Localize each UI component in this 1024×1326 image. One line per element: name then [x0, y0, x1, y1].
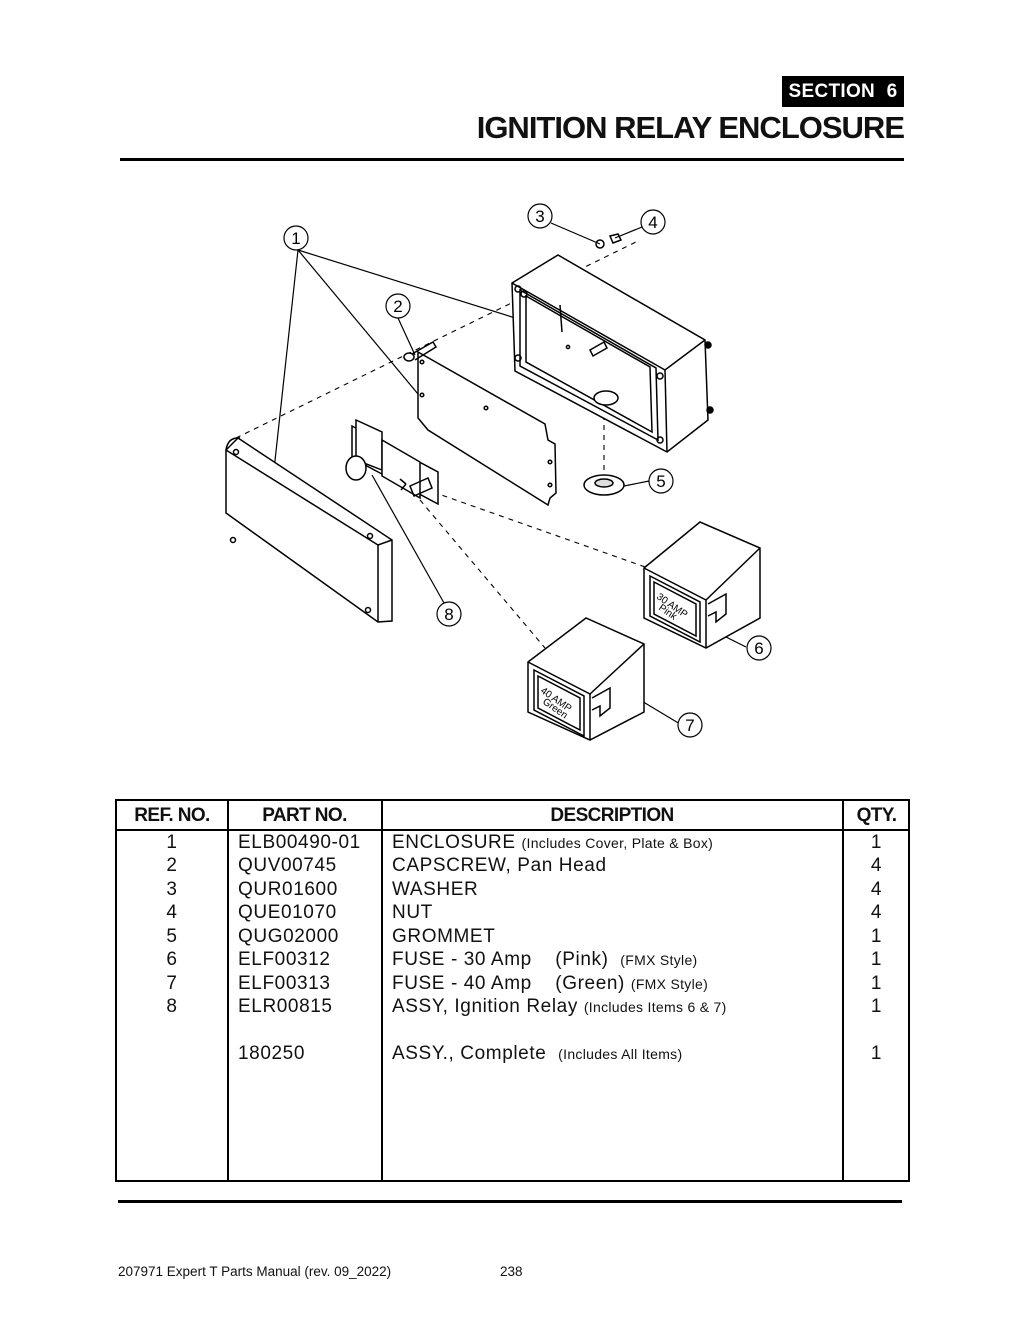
- ref-no: 6: [166, 949, 178, 970]
- callout-8: 8: [436, 601, 462, 627]
- callout-3: 3: [527, 203, 553, 229]
- table-row: 1 ELB00490-01 ENCLOSURE (Includes Cover,…: [117, 832, 908, 855]
- grommet: [583, 474, 625, 496]
- qty: 4: [870, 902, 883, 923]
- description-text: WASHER: [392, 879, 479, 900]
- qty: 1: [870, 1043, 883, 1064]
- callout-2-number: 2: [393, 297, 402, 316]
- ref-no: 3: [166, 879, 178, 900]
- part-no: QUV00745: [238, 855, 337, 876]
- callout-5: 5: [648, 468, 674, 494]
- mounting-plate: [417, 350, 557, 507]
- callout-7-number: 7: [685, 716, 694, 735]
- part-no: ELR00815: [238, 996, 333, 1017]
- part-no: ELB00490-01: [238, 832, 361, 853]
- table-row-complete-assembly: 180250 ASSY., Complete (Includes All Ite…: [117, 1043, 908, 1066]
- description: WASHER: [392, 879, 478, 901]
- description-text: FUSE - 40 Amp (Green): [392, 973, 625, 994]
- fuse-30-amp: 30 AMP Pink: [643, 521, 761, 649]
- description-note: (FMX Style): [620, 952, 698, 968]
- description-note: (Includes Items 6 & 7): [583, 999, 727, 1015]
- part-no: QUE01070: [238, 902, 337, 923]
- qty: 1: [870, 949, 883, 970]
- page-title: IGNITION RELAY ENCLOSURE: [476, 110, 905, 145]
- enclosure-cover: [225, 437, 393, 623]
- ref-no: 1: [166, 832, 178, 853]
- ref-no: 8: [166, 996, 178, 1017]
- qty: 1: [870, 926, 883, 947]
- qty: 1: [870, 832, 883, 853]
- column-divider: [381, 801, 383, 1180]
- description: NUT: [392, 902, 433, 924]
- table-row: 8 ELR00815 ASSY, Ignition Relay (Include…: [117, 996, 908, 1019]
- part-no: ELF00312: [238, 949, 331, 970]
- footer-page-number: 238: [500, 1264, 523, 1279]
- description-text: GROMMET: [392, 926, 496, 947]
- callout-2: 2: [385, 293, 411, 319]
- callout-3-number: 3: [535, 207, 544, 226]
- callout-4: 4: [640, 209, 666, 235]
- part-no: QUR01600: [238, 879, 338, 900]
- description: ASSY., Complete (Includes All Items): [392, 1043, 682, 1065]
- table-row: 3 QUR01600 WASHER 4: [117, 879, 908, 902]
- table-row: 7 ELF00313 FUSE - 40 Amp (Green) (FMX St…: [117, 973, 908, 996]
- exploded-parts-diagram: 30 AMP Pink 40 AMP Green 1 2 3 4 5 6 7: [225, 203, 772, 741]
- column-divider: [227, 801, 229, 1180]
- footer-manual-title: 207971 Expert T Parts Manual (rev. 09_20…: [118, 1264, 392, 1279]
- ref-no: 4: [166, 902, 178, 923]
- description-text: NUT: [392, 902, 433, 923]
- column-divider: [842, 801, 844, 1180]
- ref-no: 5: [166, 926, 178, 947]
- enclosure-box: [511, 254, 714, 453]
- table-row: 4 QUE01070 NUT 4: [117, 902, 908, 925]
- description: FUSE - 40 Amp (Green) (FMX Style): [392, 973, 708, 995]
- ref-no: 7: [166, 973, 178, 994]
- part-no: 180250: [238, 1043, 306, 1064]
- relay-assembly: [345, 418, 439, 506]
- description: FUSE - 30 Amp (Pink) (FMX Style): [392, 949, 698, 971]
- callout-6: 6: [746, 635, 772, 661]
- qty: 1: [870, 996, 883, 1017]
- description: ENCLOSURE (Includes Cover, Plate & Box): [392, 832, 713, 854]
- callout-6-number: 6: [754, 639, 763, 658]
- description-text: ASSY, Ignition Relay: [392, 996, 578, 1017]
- callout-1: 1: [283, 225, 309, 251]
- qty: 4: [870, 879, 883, 900]
- qty: 4: [870, 855, 883, 876]
- description-note: (Includes All Items): [558, 1046, 683, 1062]
- parts-table: REF. NO. PART NO. DESCRIPTION QTY. 1 ELB…: [115, 799, 910, 1182]
- ref-no: 2: [166, 855, 178, 876]
- header-ref-no: REF. NO.: [134, 805, 210, 826]
- description-text: FUSE - 30 Amp (Pink): [392, 949, 609, 970]
- header-description: DESCRIPTION: [550, 805, 674, 826]
- table-row: 6 ELF00312 FUSE - 30 Amp (Pink) (FMX Sty…: [117, 949, 908, 972]
- top-rule: [120, 158, 904, 161]
- header-qty: QTY.: [856, 805, 897, 826]
- part-no: ELF00313: [238, 973, 331, 994]
- description-text: CAPSCREW, Pan Head: [392, 855, 607, 876]
- description: GROMMET: [392, 926, 495, 948]
- fuse-40-amp: 40 AMP Green: [527, 617, 645, 741]
- table-row: 2 QUV00745 CAPSCREW, Pan Head 4: [117, 855, 908, 878]
- description: CAPSCREW, Pan Head: [392, 855, 607, 877]
- part-no: QUG02000: [238, 926, 339, 947]
- description-text: ENCLOSURE: [392, 832, 516, 853]
- description-text: ASSY., Complete: [392, 1043, 547, 1064]
- capscrew: [403, 340, 438, 362]
- description-note: (Includes Cover, Plate & Box): [521, 835, 714, 851]
- description-note: (FMX Style): [630, 976, 709, 992]
- description: ASSY, Ignition Relay (Includes Items 6 &…: [392, 996, 727, 1018]
- bottom-rule: [118, 1200, 902, 1203]
- callout-8-number: 8: [444, 605, 453, 624]
- callout-7: 7: [677, 712, 703, 738]
- table-row: 5 QUG02000 GROMMET 1: [117, 926, 908, 949]
- header-divider: [117, 829, 908, 831]
- header-part-no: PART NO.: [262, 805, 347, 826]
- callout-1-number: 1: [291, 229, 300, 248]
- section-badge: SECTION 6: [782, 76, 904, 107]
- washer-and-nut: [595, 233, 623, 249]
- callout-5-number: 5: [656, 472, 665, 491]
- qty: 1: [870, 973, 883, 994]
- callout-4-number: 4: [648, 213, 657, 232]
